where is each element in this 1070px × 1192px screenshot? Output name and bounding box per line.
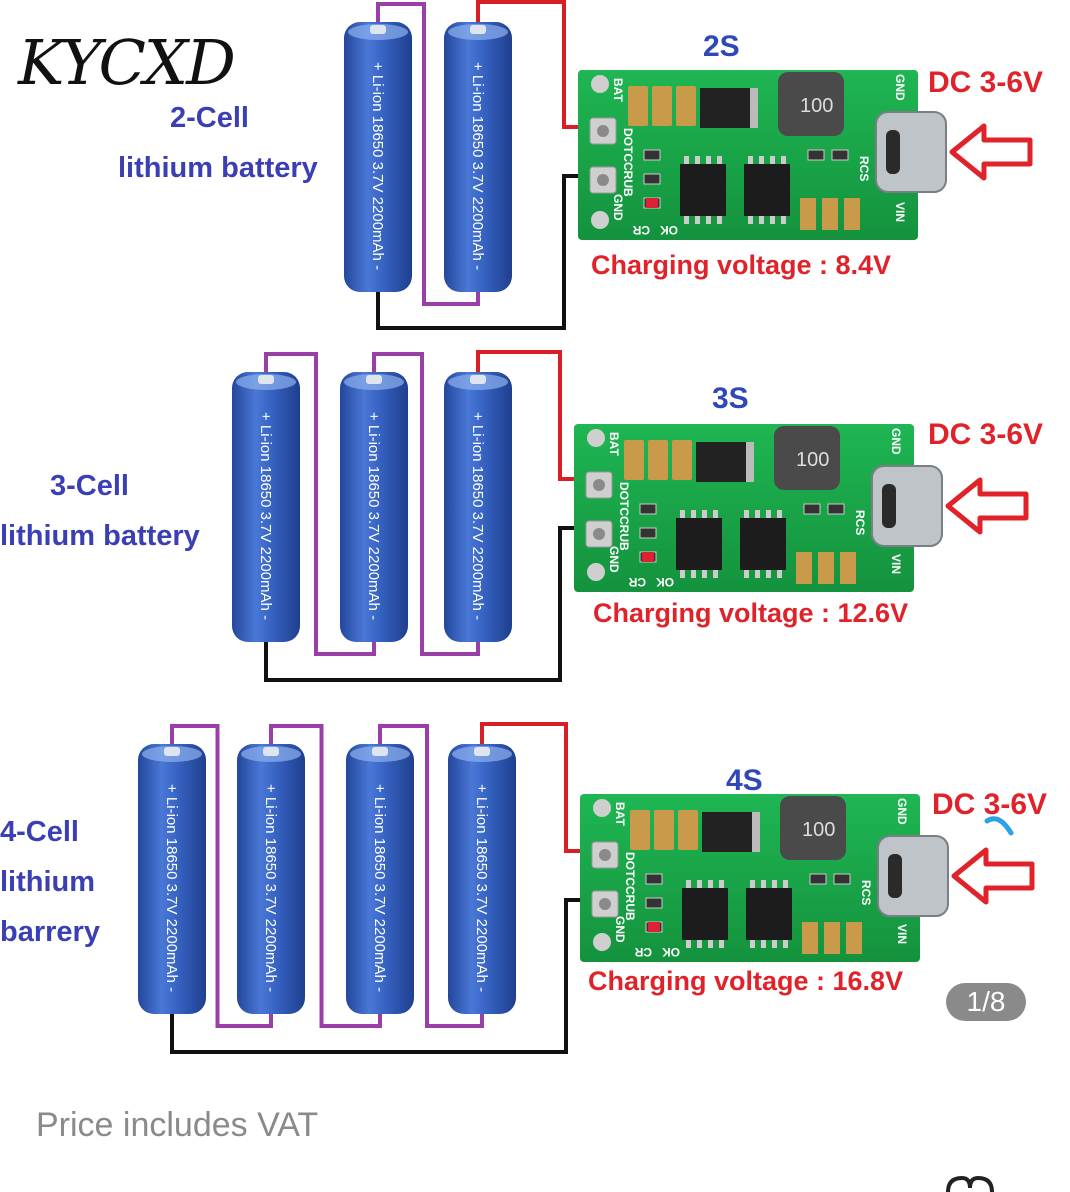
wire-series-3s-1 (264, 352, 376, 656)
battery-4s-4: + Li-ion 18650 3.7V 2200mAh - (448, 744, 516, 1014)
brand-logo: KYCXD (18, 26, 236, 99)
charger-board-2s-led-ok: OK (660, 223, 678, 237)
battery-4s-2-label: + Li-ion 18650 3.7V 2200mAh - (262, 784, 279, 992)
wire-series-4s-1 (170, 724, 273, 1028)
input-arrow-3s-icon (945, 477, 1029, 535)
row-3s-label-line1: 3-Cell (50, 470, 129, 502)
wire-series-3s-2 (372, 352, 480, 656)
charger-board-3s-pin-gnd-in: GND (889, 428, 903, 455)
charger-board-3s-pin-vin: VIN (889, 554, 903, 574)
battery-4s-1-label: + Li-ion 18650 3.7V 2200mAh - (163, 784, 180, 992)
charger-board-4s-silk-rcs: RCS (859, 880, 873, 905)
row-3s-charging-voltage: Charging voltage : 12.6V (593, 598, 909, 628)
battery-4s-1: + Li-ion 18650 3.7V 2200mAh - (138, 744, 206, 1014)
row-2s-series-tag: 2S (703, 30, 740, 63)
row-4s-dc-input: DC 3-6V (932, 788, 1048, 821)
charger-board-4s-pin-vin: VIN (895, 924, 909, 944)
charger-board-4s-pin-bat: BAT (613, 802, 627, 826)
charger-board-3s-inductor-label: 100 (796, 449, 829, 471)
charger-board-3s-pin-gnd: GND (607, 546, 621, 573)
battery-3s-2-label: + Li-ion 18650 3.7V 2200mAh - (365, 412, 382, 620)
row-3s-label-line2: lithium battery (0, 520, 200, 552)
wire-negative-4s (170, 898, 604, 1054)
charger-board-2s-inductor-label: 100 (800, 95, 833, 117)
product-image[interactable]: + Li-ion 18650 3.7V 2200mAh - + Li-ion 18… (0, 0, 1070, 1090)
row-2s-label-line2: lithium battery (118, 152, 318, 184)
wire-series-2s-1 (376, 2, 480, 306)
charger-board-4s-pin-gnd: GND (613, 916, 627, 943)
battery-3s-3-label: + Li-ion 18650 3.7V 2200mAh - (469, 412, 486, 620)
row-4s-charging-voltage: Charging voltage : 16.8V (588, 966, 904, 996)
row-4s-label-line1: 4-Cell (0, 816, 79, 848)
charger-board-3s-led-ok: OK (656, 575, 674, 589)
gallery-counter: 1/8 (946, 983, 1026, 1021)
battery-4s-3: + Li-ion 18650 3.7V 2200mAh - (346, 744, 414, 1014)
charger-board-2s-pin-gnd-in: GND (893, 74, 907, 101)
battery-2s-2-label: + Li-ion 18650 3.7V 2200mAh - (469, 62, 486, 270)
battery-3s-1-label: + Li-ion 18650 3.7V 2200mAh - (257, 412, 274, 620)
wire-positive-4s (480, 722, 604, 853)
row-3s-dc-input: DC 3-6V (928, 418, 1044, 451)
charger-board-2s-silk-id: DOTCCRUB (621, 128, 635, 197)
charger-board-4s-pin-gnd-in: GND (895, 798, 909, 825)
row-4s-label-line3: barrery (0, 916, 100, 948)
charger-board-2s-silk-rcs: RCS (857, 156, 871, 181)
wire-negative-3s (264, 526, 598, 682)
wire-series-4s-2 (269, 724, 382, 1028)
battery-3s-3: + Li-ion 18650 3.7V 2200mAh - (444, 372, 512, 642)
infinity-icon[interactable] (940, 1172, 1000, 1192)
charger-board-2s-pin-vin: VIN (893, 202, 907, 222)
charger-board-2s-pin-gnd: GND (611, 194, 625, 221)
row-2s-label-line1: 2-Cell (170, 102, 249, 134)
charger-board-4s-inductor-label: 100 (802, 819, 835, 841)
charger-board-3s-silk-id: DOTCCRUB (617, 482, 631, 551)
price-note: Price includes VAT (36, 1106, 319, 1144)
wire-series-4s-3 (378, 724, 484, 1028)
loading-spinner-icon (984, 816, 1014, 836)
battery-2s-2: + Li-ion 18650 3.7V 2200mAh - (444, 22, 512, 292)
input-arrow-4s-icon (951, 847, 1035, 905)
battery-3s-1: + Li-ion 18650 3.7V 2200mAh - (232, 372, 300, 642)
wire-positive-2s (476, 0, 602, 129)
charger-board-3s-silk-rcs: RCS (853, 510, 867, 535)
row-2s-dc-input: DC 3-6V (928, 66, 1044, 99)
battery-4s-3-label: + Li-ion 18650 3.7V 2200mAh - (371, 784, 388, 992)
input-arrow-2s-icon (949, 123, 1033, 181)
row-4s-series-tag: 4S (726, 764, 763, 797)
charger-board-4s-led-ok: OK (662, 945, 680, 959)
row-2s-charging-voltage: Charging voltage : 8.4V (591, 250, 892, 280)
battery-2s-1-label: + Li-ion 18650 3.7V 2200mAh - (369, 62, 386, 270)
charger-board-3s-led-cr: CR (628, 575, 646, 589)
charger-board-3s-pin-bat: BAT (607, 432, 621, 456)
row-4s-label-line2: lithium (0, 866, 96, 898)
battery-4s-4-label: + Li-ion 18650 3.7V 2200mAh - (473, 784, 490, 992)
battery-3s-2: + Li-ion 18650 3.7V 2200mAh - (340, 372, 408, 642)
battery-4s-2: + Li-ion 18650 3.7V 2200mAh - (237, 744, 305, 1014)
wire-negative-2s (376, 174, 602, 330)
battery-2s-1: + Li-ion 18650 3.7V 2200mAh - (344, 22, 412, 292)
charger-board-4s-led-cr: CR (634, 945, 652, 959)
wire-positive-3s (476, 350, 598, 481)
charger-board-2s-pin-bat: BAT (611, 78, 625, 102)
charger-board-2s-led-cr: CR (632, 223, 650, 237)
charger-board-4s-silk-id: DOTCCRUB (623, 852, 637, 921)
row-3s-series-tag: 3S (712, 382, 749, 415)
